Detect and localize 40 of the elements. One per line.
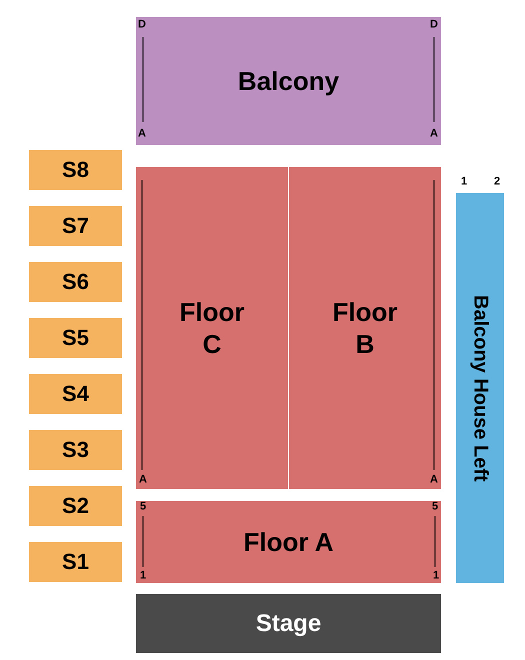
section-label: Floor B: [332, 296, 398, 360]
section-label: S3: [62, 436, 89, 464]
seating-section: [29, 318, 122, 358]
row-label: 5: [432, 502, 438, 512]
section-label: S7: [62, 212, 89, 240]
section-label: Floor C: [178, 296, 246, 360]
section-label: S6: [62, 268, 89, 296]
seating-section: [29, 206, 122, 246]
row-label: A: [430, 128, 438, 140]
row-label: 5: [140, 502, 146, 512]
seating-section: [289, 167, 441, 489]
row-label: 1: [140, 570, 146, 582]
row-label: D: [430, 20, 438, 30]
section-label: Floor A: [243, 526, 334, 558]
seating-section: [456, 193, 504, 583]
section-label: S1: [62, 548, 89, 576]
section-label: Balcony House Left: [468, 294, 492, 482]
seating-section: [29, 262, 122, 302]
row-label: D: [138, 20, 146, 30]
row-label: 1: [460, 176, 468, 188]
seating-section: [136, 167, 288, 489]
stage-area: [136, 594, 441, 653]
seating-section: [136, 17, 441, 145]
seating-section: [29, 150, 122, 190]
row-label: 1: [432, 570, 440, 582]
section-label: S2: [62, 492, 89, 520]
row-label: 2: [494, 176, 500, 188]
section-label: Balcony: [238, 64, 340, 98]
seating-section: [29, 430, 122, 470]
row-label: A: [138, 128, 146, 140]
row-label: A: [139, 474, 147, 486]
seating-section: [29, 542, 122, 582]
seating-section: [29, 486, 122, 526]
section-label: S4: [62, 380, 89, 408]
seating-section: [136, 501, 441, 583]
section-label: S8: [62, 156, 89, 184]
section-label: S5: [62, 324, 89, 352]
seating-section: [29, 374, 122, 414]
section-label: Stage: [256, 608, 322, 638]
row-label: A: [430, 474, 438, 486]
